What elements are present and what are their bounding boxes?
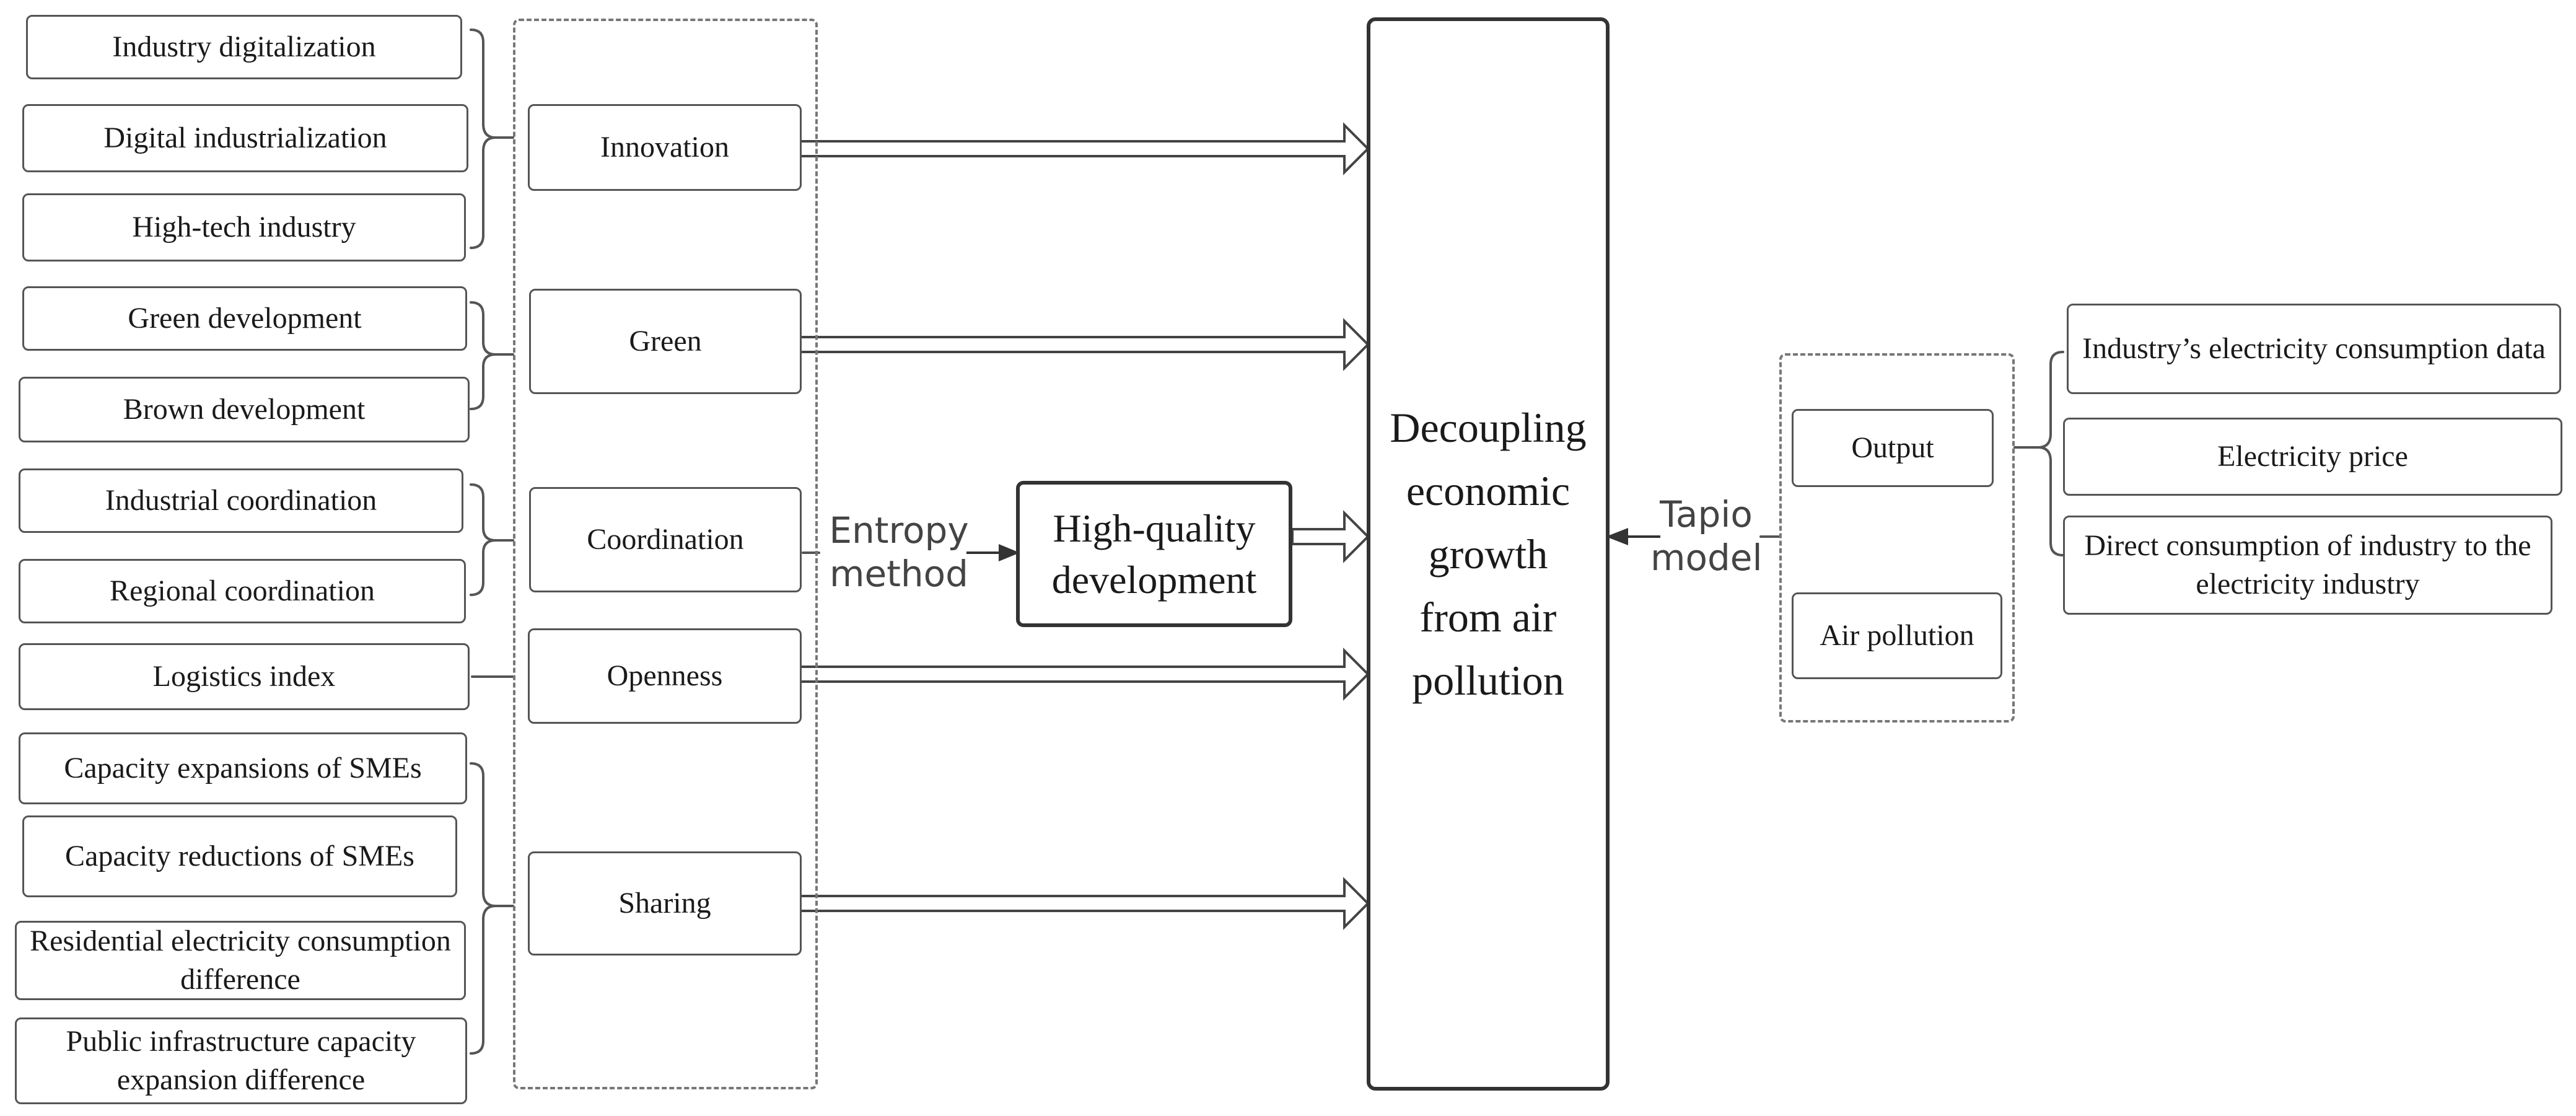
- indicator-industry-digitalization: Industry digitalization: [26, 15, 462, 79]
- arrow-innovation: [799, 122, 1370, 175]
- brace-green: [470, 301, 497, 410]
- brace-data-sources: [2037, 351, 2064, 556]
- tapio-input-output: Output: [1792, 409, 1994, 487]
- arrow-green: [799, 318, 1370, 371]
- brace-coordination: [470, 483, 497, 596]
- arrow-openness: [799, 648, 1370, 701]
- indicator-digital-industrialization: Digital industrialization: [22, 104, 468, 172]
- dimension-openness: Openness: [528, 628, 802, 724]
- arrow-sharing: [799, 877, 1370, 930]
- indicator-high-tech-industry: High-tech industry: [22, 193, 466, 261]
- indicator-green-development: Green development: [22, 286, 467, 351]
- indicator-logistics-index: Logistics index: [19, 643, 470, 710]
- indicator-public-infrastructure-difference: Public infrastructure capacity expansion…: [15, 1017, 467, 1104]
- indicator-regional-coordination: Regional coordination: [19, 559, 466, 623]
- dimension-sharing: Sharing: [528, 851, 802, 956]
- dimension-green: Green: [529, 289, 802, 394]
- data-source-electricity-consumption: Industry’s electricity consumption data: [2067, 304, 2561, 394]
- indicator-capacity-expansions-smes: Capacity expansions of SMEs: [19, 732, 467, 804]
- dimension-group: [513, 19, 818, 1089]
- dimension-coordination: Coordination: [529, 487, 802, 592]
- data-source-electricity-price: Electricity price: [2063, 418, 2562, 496]
- indicator-industrial-coordination: Industrial coordination: [19, 468, 463, 533]
- tapio-input-group: [1779, 353, 2015, 723]
- entropy-arrowhead: [999, 544, 1020, 561]
- entropy-method-label: Entropy method: [829, 509, 969, 595]
- indicator-residential-electricity-difference: Residential electricity consumption diff…: [15, 921, 466, 1000]
- arrow-hqd: [1291, 510, 1370, 563]
- brace-innovation: [470, 29, 497, 249]
- brace-sharing: [470, 762, 497, 1055]
- dimension-innovation: Innovation: [528, 104, 802, 191]
- tapio-arrowhead: [1606, 528, 1628, 545]
- indicator-brown-development: Brown development: [19, 377, 470, 442]
- data-source-direct-consumption: Direct consumption of industry to the el…: [2063, 516, 2552, 615]
- tapio-model-label: Tapio model: [1650, 493, 1763, 579]
- tapio-input-air-pollution: Air pollution: [1792, 592, 2002, 679]
- indicator-capacity-reductions-smes: Capacity reductions of SMEs: [22, 815, 457, 897]
- decoupling-box: Decoupling economic growth from air poll…: [1367, 17, 1610, 1091]
- high-quality-development-box: High-quality development: [1016, 481, 1292, 627]
